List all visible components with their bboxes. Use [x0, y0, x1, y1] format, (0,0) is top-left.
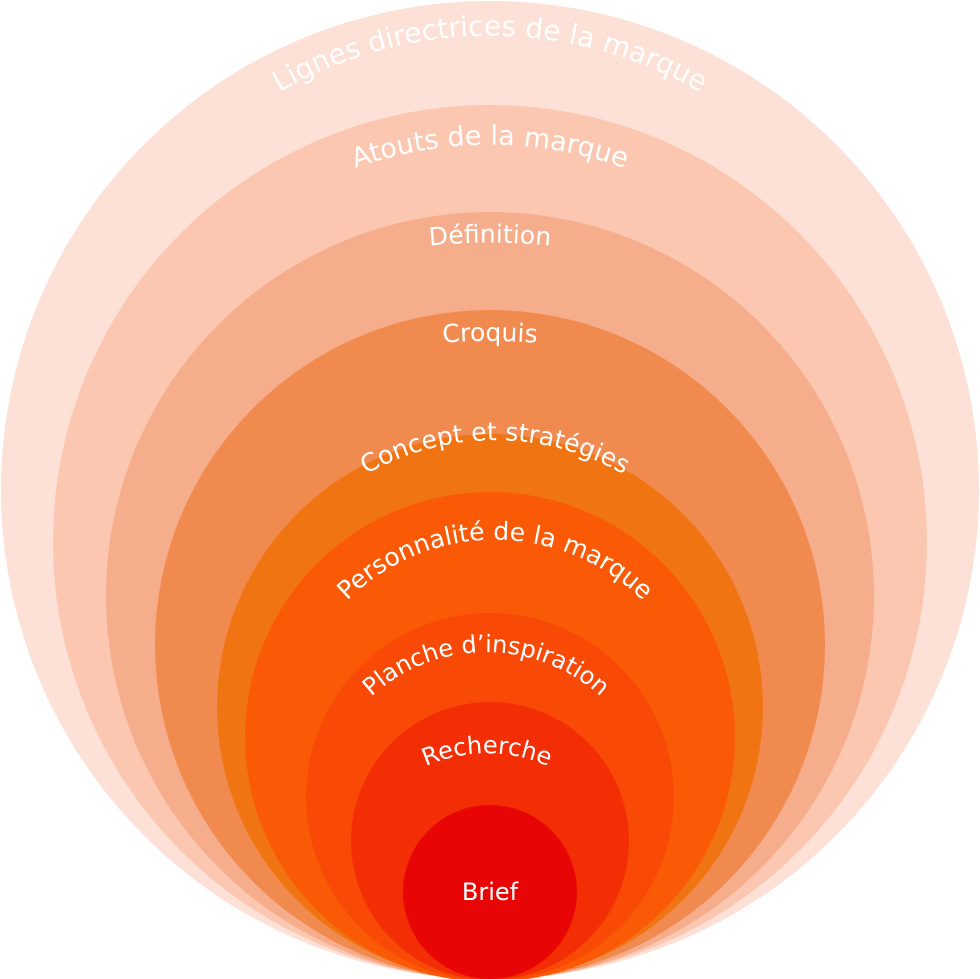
- ring-brief-disc: [403, 805, 577, 979]
- ring-brief: Brief: [403, 805, 577, 979]
- ring-sketches-label: Croquis: [441, 318, 538, 349]
- ring-definition-label: Définition: [428, 220, 553, 252]
- ring-brief-label: Brief: [462, 878, 519, 906]
